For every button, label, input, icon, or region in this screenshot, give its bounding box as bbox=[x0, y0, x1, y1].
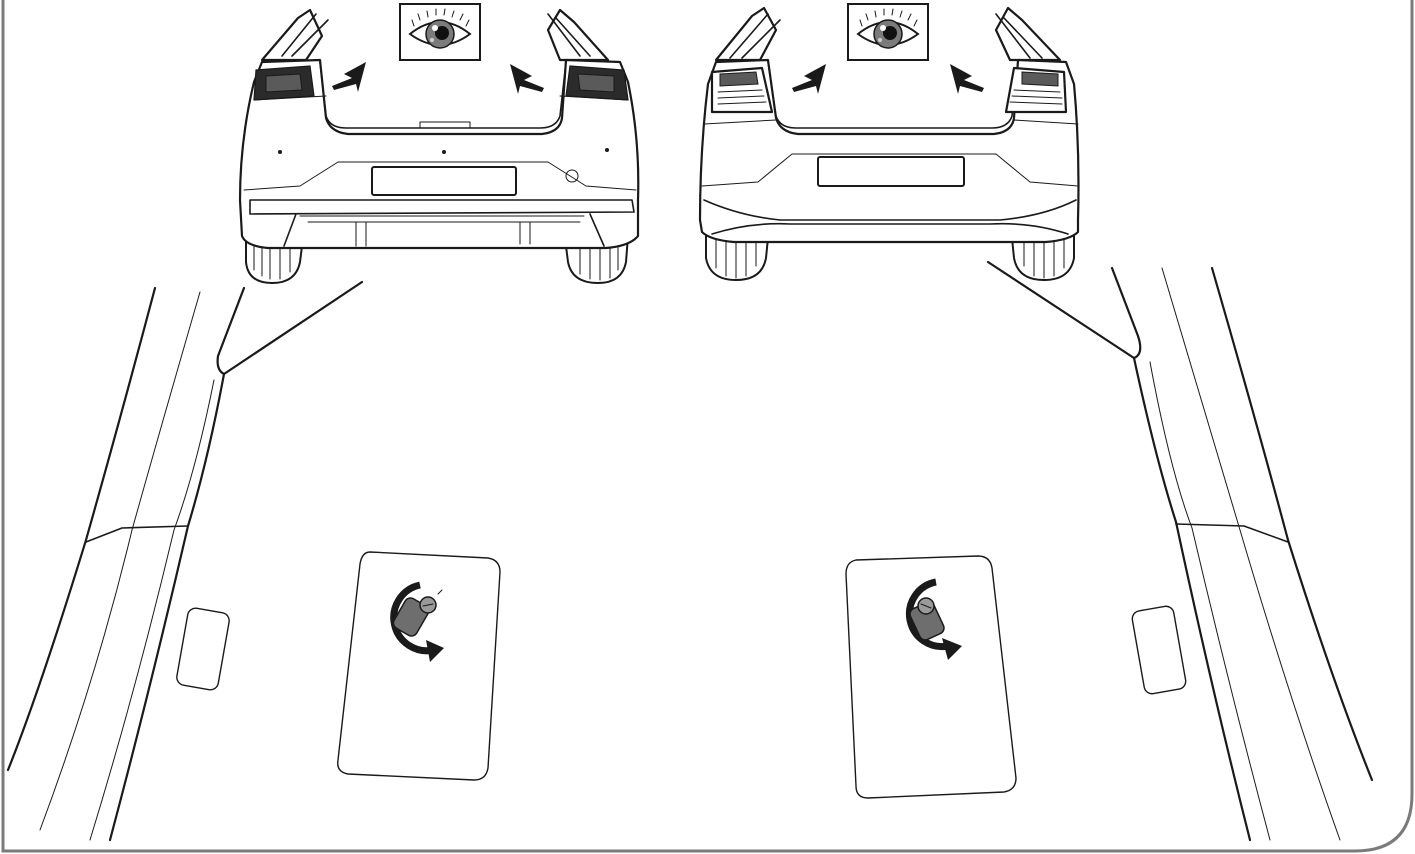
eye-icon bbox=[400, 4, 480, 60]
arrow-right-pointer-icon bbox=[950, 64, 984, 94]
right-boot-side-recess bbox=[1131, 605, 1187, 695]
right-access-cover-panel bbox=[846, 556, 1016, 798]
right-car-pillar-right bbox=[996, 8, 1060, 60]
left-boot-interior bbox=[8, 282, 500, 840]
eye-icon bbox=[848, 4, 928, 60]
arrow-left-pointer-icon bbox=[792, 64, 826, 94]
right-boot-interior bbox=[846, 262, 1372, 840]
arrow-right-pointer-icon bbox=[510, 64, 544, 94]
right-car-plate bbox=[818, 157, 964, 186]
left-car-plate bbox=[372, 167, 516, 195]
arrow-left-pointer-icon bbox=[332, 62, 366, 92]
left-boot-side-recess bbox=[176, 607, 231, 691]
